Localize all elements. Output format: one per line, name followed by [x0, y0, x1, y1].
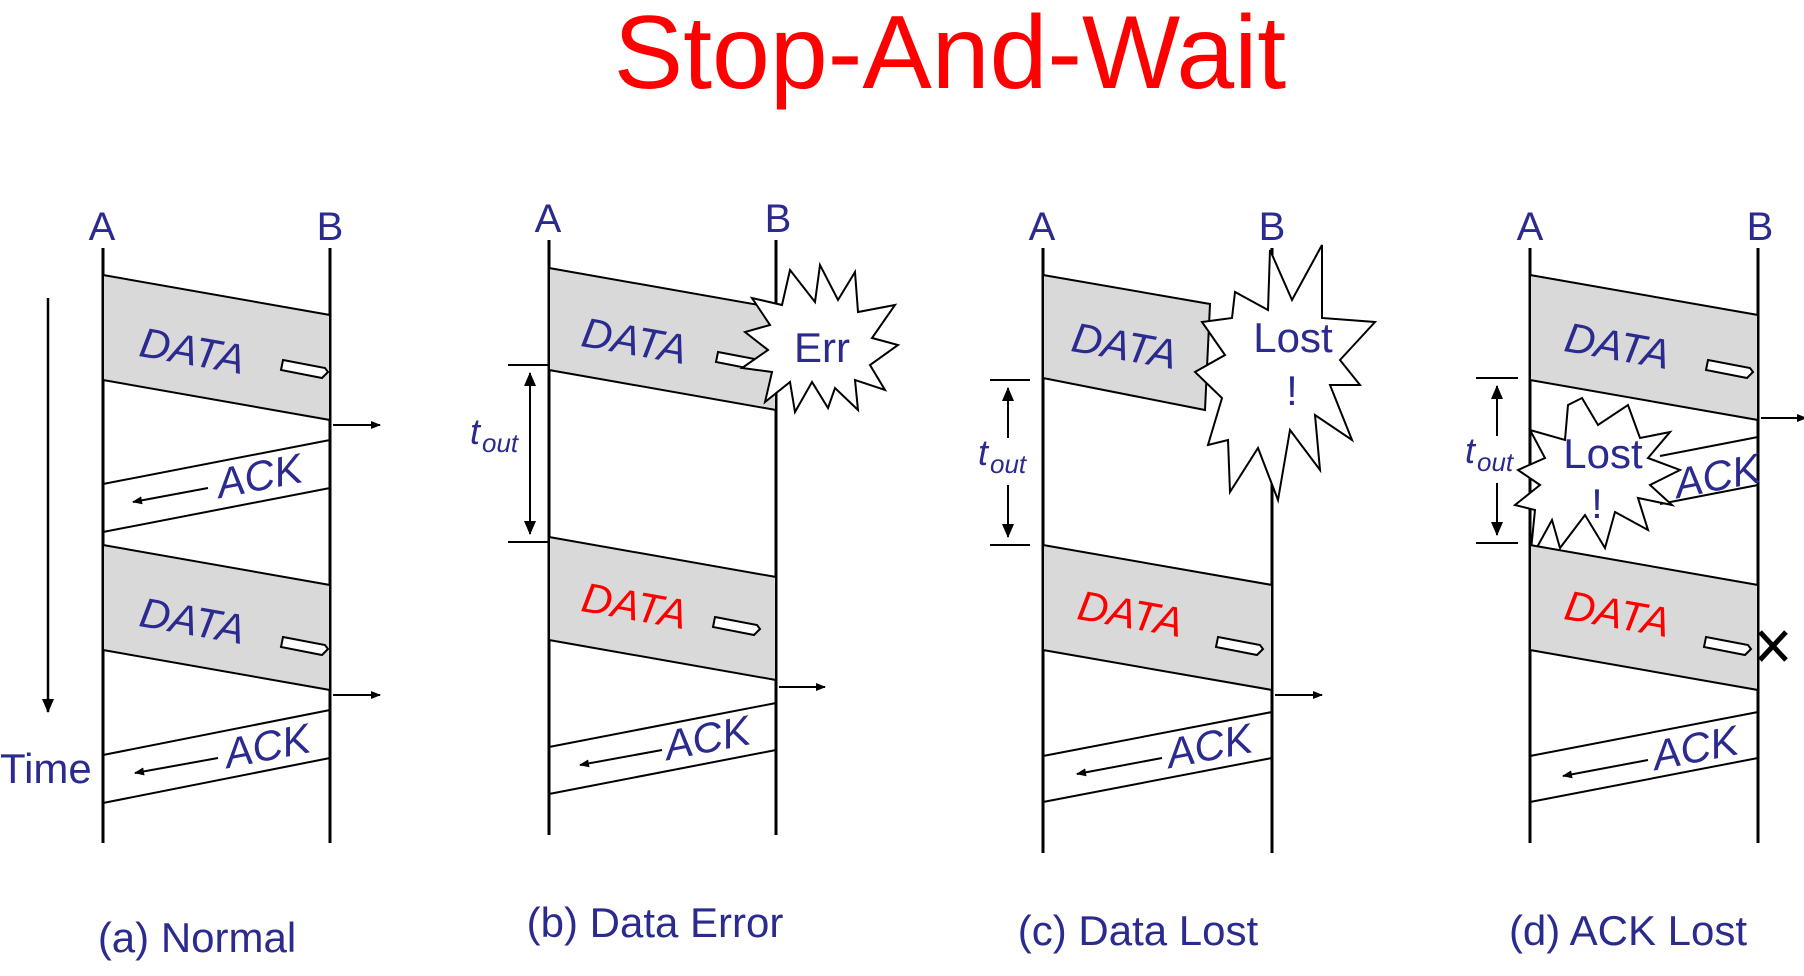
- panel-ack-lost: A B DATA ACK Lost ! t out DATA A: [1465, 205, 1804, 954]
- error-burst: [739, 261, 901, 415]
- ack-direction-arrow: [1562, 759, 1649, 779]
- retransmitted-data-frame: [1042, 543, 1273, 692]
- ack-frame-bottom: [548, 749, 777, 795]
- ack-direction-arrow: [132, 487, 209, 505]
- timeout-symbol: t: [470, 411, 482, 452]
- ack-frame-bottom: [1529, 757, 1759, 803]
- ack-direction-arrow: [134, 757, 219, 776]
- time-label: Time: [0, 745, 92, 792]
- ack-frame-label: ACK: [1645, 716, 1744, 780]
- ack-frame-label: ACK: [209, 444, 308, 508]
- lost-burst-label: Lost: [1563, 430, 1643, 477]
- data-frame: [548, 266, 777, 412]
- timeout-symbol: t: [978, 432, 990, 473]
- ack-frame-bottom: [102, 757, 331, 804]
- lost-burst-mark: !: [1591, 480, 1603, 527]
- ack-frame-top: [1042, 711, 1273, 757]
- timeout-bracket: t out: [1465, 377, 1518, 544]
- ack-frame-label: ACK: [217, 714, 316, 778]
- node-b-label: B: [1747, 205, 1774, 249]
- ack-frame-bottom: [1042, 757, 1273, 803]
- panel-caption: (b) Data Error: [527, 899, 784, 946]
- timeout-bracket: t out: [978, 379, 1030, 546]
- ack-direction-arrow: [579, 749, 663, 768]
- ack-frame-label: ACK: [1159, 714, 1258, 778]
- panel-caption: (c) Data Lost: [1018, 907, 1259, 954]
- panel-caption: (a) Normal: [98, 914, 296, 961]
- node-b-label: B: [765, 197, 792, 241]
- ack-frame-top: [102, 439, 331, 485]
- ack-frame-top: [548, 702, 777, 748]
- hollow-arrow: [711, 615, 762, 637]
- lost-burst: [1512, 396, 1683, 561]
- panel-normal: A B DATA ACK DATA ACK (a) Normal: [89, 205, 381, 961]
- data-frame: [102, 543, 331, 692]
- ack-frame-top: [102, 709, 331, 756]
- lost-burst-mark: !: [1286, 367, 1298, 414]
- data-frame: [1042, 273, 1212, 412]
- ack-frame-label: ACK: [1667, 444, 1766, 508]
- node-a-label: A: [89, 205, 116, 249]
- panel-data-lost: A B DATA Lost ! t out DATA ACK (c) Data …: [978, 205, 1378, 954]
- error-burst-label: Err: [794, 324, 850, 371]
- timeout-bracket: t out: [470, 364, 548, 543]
- retransmitted-data-frame: [548, 535, 777, 682]
- hollow-arrow: [1704, 358, 1755, 380]
- data-frame: [1529, 273, 1759, 422]
- timeout-symbol: t: [1465, 430, 1477, 471]
- page-title: Stop-And-Wait: [614, 0, 1287, 111]
- hollow-arrow: [1702, 635, 1753, 657]
- hollow-arrow: [1214, 635, 1265, 657]
- hollow-arrow: [279, 635, 330, 657]
- node-b-label: B: [1259, 205, 1286, 249]
- lost-burst: [1193, 244, 1378, 504]
- time-axis: Time: [0, 298, 92, 792]
- ack-frame-bottom: [1659, 484, 1759, 505]
- panel-caption: (d) ACK Lost: [1509, 907, 1747, 954]
- timeout-subscript: out: [482, 428, 520, 458]
- panel-data-error: A B DATA Err t out DATA ACK (b) Data Err…: [470, 197, 901, 946]
- discard-x-icon: [1758, 630, 1788, 662]
- hollow-arrow: [279, 358, 330, 380]
- node-a-label: A: [1517, 205, 1544, 249]
- lost-burst-label: Lost: [1253, 314, 1333, 361]
- timeout-subscript: out: [1477, 447, 1515, 477]
- node-a-label: A: [535, 197, 562, 241]
- data-frame: [102, 273, 331, 422]
- node-b-label: B: [317, 205, 344, 249]
- node-a-label: A: [1029, 205, 1056, 249]
- ack-frame-top: [1529, 711, 1759, 757]
- ack-direction-arrow: [1076, 757, 1163, 777]
- retransmitted-data-frame: [1529, 543, 1759, 692]
- ack-frame-top: [1659, 436, 1759, 457]
- ack-frame-bottom: [102, 487, 331, 533]
- timeout-subscript: out: [990, 449, 1028, 479]
- ack-frame-label: ACK: [657, 706, 756, 770]
